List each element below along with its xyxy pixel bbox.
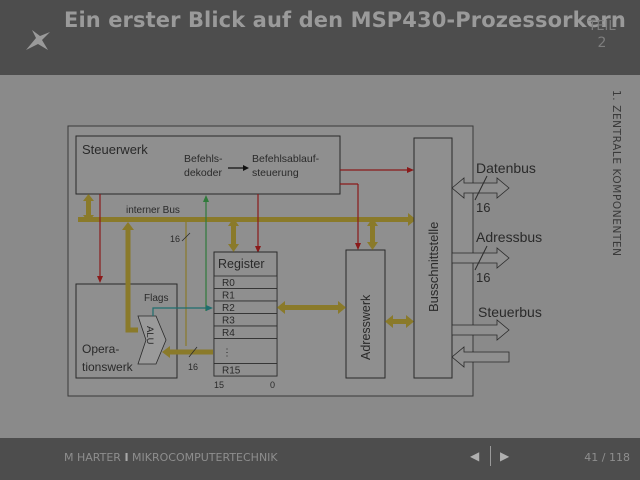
alu-label: ALU: [144, 326, 155, 345]
register-row: [213, 363, 278, 377]
ablauf-label-2: steuerung: [252, 167, 299, 179]
datenbus-label: Datenbus: [476, 160, 536, 176]
register-name: R1: [222, 291, 235, 302]
steuerwerk-label: Steuerwerk: [82, 142, 148, 157]
adresswerk-label: Adresswerk: [359, 294, 373, 360]
steuerwerk-box: [75, 135, 341, 195]
previous-slide-button[interactable]: ◀: [470, 449, 480, 463]
footer-credit: M HARTER I MIKROCOMPUTERTECHNIK: [64, 451, 278, 464]
alu-shape: [137, 315, 167, 365]
section-label: 1. ZENTRALE KOMPONENTEN: [610, 90, 622, 257]
register-bit-low: 0: [270, 380, 275, 390]
part-label: TEIL: [588, 19, 616, 34]
footer-course: MIKROCOMPUTERTECHNIK: [132, 451, 278, 464]
university-logo-icon: [26, 30, 50, 50]
register-name: R3: [222, 316, 235, 327]
register-name: R4: [222, 328, 235, 339]
slide-title: Ein erster Blick auf den MSP430-Prozesso…: [64, 8, 626, 32]
steuerbus-label: Steuerbus: [478, 304, 542, 320]
befehlsdekoder-label-2: dekoder: [184, 167, 222, 179]
register-name: R0: [222, 278, 235, 289]
slide-header: [0, 0, 640, 75]
nav-separator: [490, 446, 491, 466]
befehlsdekoder-label-1: Befehls-: [184, 153, 223, 165]
datenbus-width: 16: [476, 200, 490, 215]
internal-bus-label: interner Bus: [126, 205, 180, 216]
page-counter: 41 / 118: [584, 451, 630, 464]
adressbus-label: Adressbus: [476, 229, 542, 245]
steuerbus-in-arrow: [451, 346, 510, 368]
register-name: R2: [222, 303, 235, 314]
busschnittstelle-label: Busschnittstelle: [426, 222, 441, 312]
operationswerk-label-2: tionswerk: [82, 360, 134, 374]
next-slide-button[interactable]: ▶: [500, 449, 510, 463]
alu-bus-width: 16: [188, 362, 198, 372]
footer-author: M HARTER: [64, 451, 121, 464]
adresswerk-box: [345, 249, 386, 379]
register-name: R15: [222, 366, 241, 377]
operationswerk-label-1: Opera-: [82, 342, 119, 356]
internal-bus-width: 16: [170, 234, 180, 244]
adressbus-width: 16: [476, 270, 490, 285]
register-bit-high: 15: [214, 380, 224, 390]
footer-separator: I: [124, 451, 129, 464]
part-number: 2: [597, 35, 607, 51]
register-title: Register: [218, 257, 265, 271]
ablauf-label-1: Befehlsablauf-: [252, 153, 320, 165]
flags-label: Flags: [144, 293, 168, 304]
register-name: ⋮: [222, 348, 232, 359]
slide-footer: M HARTER I MIKROCOMPUTERTECHNIK: [0, 438, 640, 480]
internal-bus: [78, 217, 413, 222]
part-indicator: TEIL 2: [580, 18, 624, 52]
steuerbus-out-arrow: [451, 319, 510, 341]
